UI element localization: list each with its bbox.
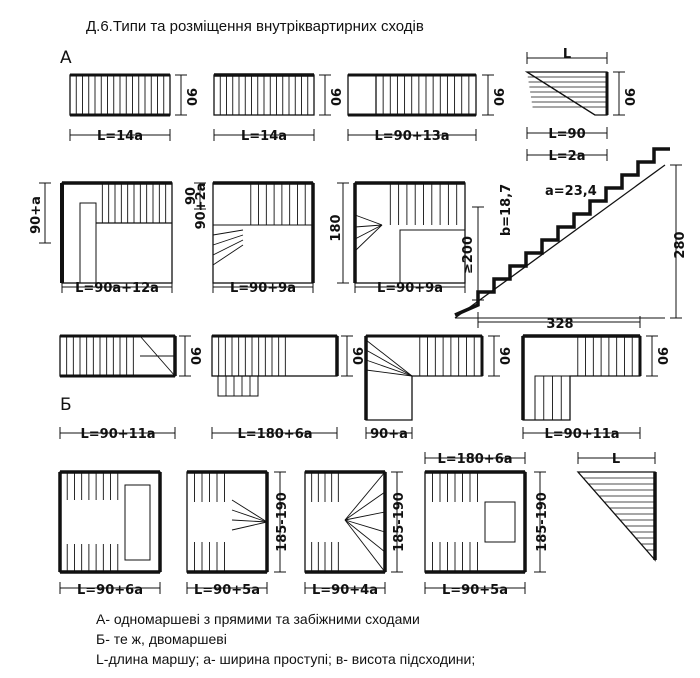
winder: [344, 471, 386, 521]
winder: [344, 491, 386, 521]
winder: [354, 224, 383, 252]
landing-r4-4: [484, 501, 516, 543]
winder: [344, 519, 386, 573]
dim-label-h90: 90: [496, 347, 511, 365]
dim-label-r2_2: L=90+9a: [230, 281, 296, 296]
dim-label-r2_side2: 90: [184, 187, 199, 205]
dim-label-r4_1: L=90+6a: [77, 583, 143, 598]
dim-label-h90: 90: [327, 88, 342, 106]
plan-r4-1: [59, 471, 161, 573]
dim-label-r3_1: L=90+11a: [80, 427, 155, 442]
stair-stringer: [454, 164, 666, 319]
plan-r4-5: [576, 471, 656, 562]
winder: [212, 234, 244, 246]
winder: [212, 229, 244, 236]
winder: [365, 359, 413, 377]
plan-r3-3: [365, 335, 483, 421]
legend-line-2: Б- те ж, двомаршеві: [96, 631, 227, 647]
dim-label-r2_side1: 90+a: [29, 196, 44, 234]
dim-label-r3_2: L=180+6a: [237, 427, 312, 442]
landing-r4-1: [124, 484, 151, 561]
dim-label-h185: 185-190: [275, 492, 290, 552]
winder: [212, 244, 244, 266]
landing-r3-2: [217, 375, 259, 397]
dim-label-r1_4b: L=2a: [549, 149, 586, 164]
dim-label-r3_3: 90+a: [370, 427, 408, 442]
dim-label-section_h: 280: [673, 231, 688, 258]
dim-label-h185: 185-190: [535, 492, 550, 552]
plan-r3-2: [211, 335, 338, 377]
plan-r2-2: [212, 182, 314, 284]
stair-section-profile: [454, 147, 670, 317]
section-b-marker: Б: [60, 395, 72, 415]
dim-label-h90: 90: [654, 347, 669, 365]
winder: [365, 369, 413, 377]
dim-label-r4_5top: L: [612, 452, 620, 467]
plan-r4-2: [186, 471, 268, 573]
dim-label-r4_2: L=90+5a: [194, 583, 260, 598]
winder: [365, 339, 413, 377]
landing-r2-3: [399, 229, 466, 284]
winder: [344, 519, 386, 553]
dim-label-r4_4top: L=180+6a: [437, 452, 512, 467]
dim-label-h90: 90: [490, 88, 505, 106]
winder: [354, 224, 383, 228]
dim-label-h90: 90: [183, 88, 198, 106]
page-title: Д.6.Типи та розміщення внутріквартирних …: [86, 18, 424, 35]
dim-label-h90: 90: [349, 347, 364, 365]
dim-label-h90: 90: [187, 347, 202, 365]
dim-label-r2_3: L=90+9a: [377, 281, 443, 296]
winder: [344, 519, 386, 533]
winder: [354, 214, 383, 226]
dim-label-r2_1: L=90a+12a: [75, 281, 159, 296]
winder: [231, 499, 268, 523]
legend-line-1: А- одномаршеві з прямими та забіжними сх…: [96, 611, 420, 627]
dim-label-r1_3: L=90+13a: [374, 129, 449, 144]
section-a-marker: А: [60, 48, 72, 68]
dim-label-r3_4: L=90+11a: [544, 427, 619, 442]
dim-label-r1_1: L=14a: [97, 129, 143, 144]
dim-label-r2_side3b: ≥200: [461, 236, 476, 274]
winder: [231, 509, 268, 523]
dim-label-section_b: b=18,7: [499, 184, 514, 236]
dim-label-section_a: a=23,4: [545, 184, 597, 199]
winder: [212, 239, 244, 256]
winder: [231, 521, 268, 531]
dim-label-h185: 185-190: [392, 492, 407, 552]
flight-r2-2: [212, 182, 314, 226]
legend-line-3: L-длина маршу; а- ширина проступі; в- ви…: [96, 651, 476, 667]
dim-label-r4_3: L=90+4a: [312, 583, 378, 598]
dim-label-r2_side3: 180: [329, 214, 344, 241]
plan-r1-4: [524, 71, 608, 116]
winder: [354, 224, 383, 240]
dim-label-section_w: 328: [546, 317, 573, 332]
plan-r3-4: [522, 335, 641, 421]
dim-label-r1_4top: L: [563, 47, 571, 62]
dim-label-r1_4a: L=90: [548, 127, 585, 142]
winder: [231, 519, 268, 523]
landing-r2-1: [79, 202, 97, 284]
plan-r2-1: [61, 182, 173, 284]
winder: [344, 511, 386, 521]
dim-label-r4_4: L=90+5a: [442, 583, 508, 598]
dim-label-r2_side2b: 90+2a: [194, 183, 209, 230]
dim-label-h90: 90: [621, 88, 636, 106]
dim-label-r1_2: L=14a: [241, 129, 287, 144]
winder: [365, 349, 413, 377]
